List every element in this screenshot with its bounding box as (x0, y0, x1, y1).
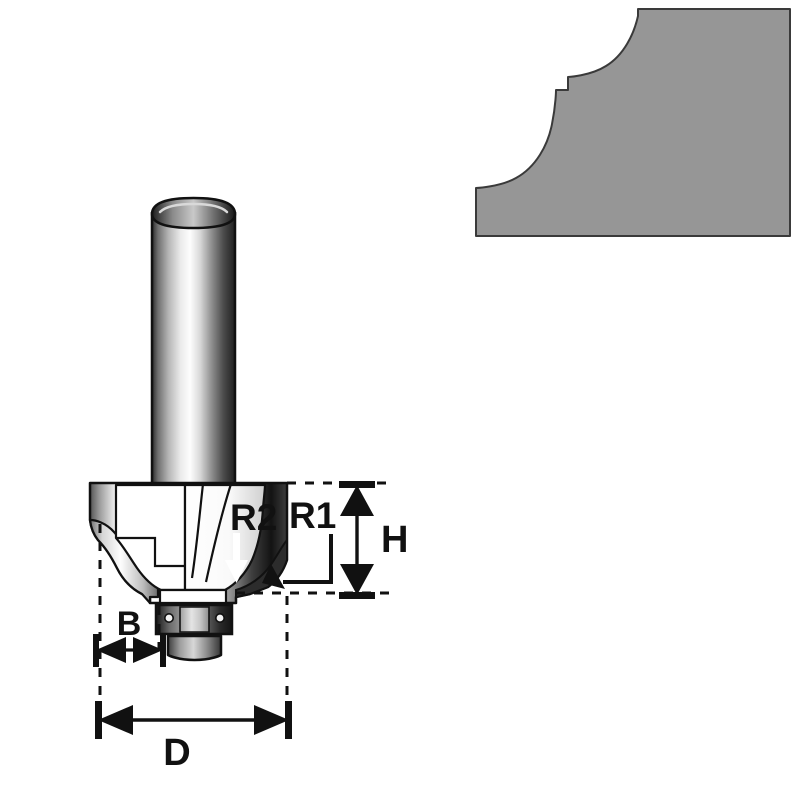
dimension-h: H (339, 481, 408, 599)
shank-outline (150, 212, 237, 483)
dimension-h-arrow-top (340, 485, 374, 516)
dimension-h-arrow-bottom (340, 564, 374, 595)
bearing-center-band (179, 606, 210, 633)
callout-r1-label: R1 (289, 495, 336, 536)
cutting-edge-profile (88, 518, 160, 605)
dimension-h-label: H (381, 519, 408, 561)
shank-body (152, 212, 235, 483)
bearing-retaining-nut (166, 634, 223, 662)
dimension-d-bar-right (285, 701, 292, 739)
dimension-b-bar-left (93, 634, 99, 667)
dimension-b-label: B (117, 605, 142, 643)
molding-profile (475, 8, 791, 237)
dimension-d-arrow-right (254, 705, 289, 735)
dimension-h-bar-bottom (339, 592, 375, 599)
dimension-d: D (95, 701, 292, 774)
bearing-hole-right (215, 612, 226, 623)
callout-r1: R1 (262, 495, 336, 589)
flute-step (116, 536, 184, 568)
callout-r2-label: R2 (230, 497, 277, 538)
dimension-h-bar-top (339, 481, 375, 488)
cutter-nose-plate (158, 588, 228, 605)
guide-bearing (154, 603, 234, 662)
molding-profile-shape (475, 8, 791, 237)
rake-line-2 (204, 483, 233, 583)
dimension-d-label: D (163, 732, 190, 774)
callout-r1-arrowhead (262, 564, 285, 589)
shank-cap-highlight (158, 202, 229, 214)
callout-r2: R2 (225, 497, 277, 583)
dimension-b-arrow-left (96, 637, 126, 663)
callout-r1-leader (283, 534, 333, 584)
callout-r2-arrow (225, 533, 248, 583)
shank-cap (150, 196, 237, 230)
router-bit (88, 196, 289, 662)
dimension-b-arrow-right (133, 637, 163, 663)
dimension-d-arrow-left (98, 705, 133, 735)
bit-shank (150, 196, 237, 483)
dimension-b: B (93, 605, 166, 667)
rake-line-1 (190, 483, 205, 579)
bearing-hole-left (164, 612, 175, 623)
dimension-d-bar-left (95, 701, 102, 739)
dimension-b-bar-right (160, 634, 166, 667)
